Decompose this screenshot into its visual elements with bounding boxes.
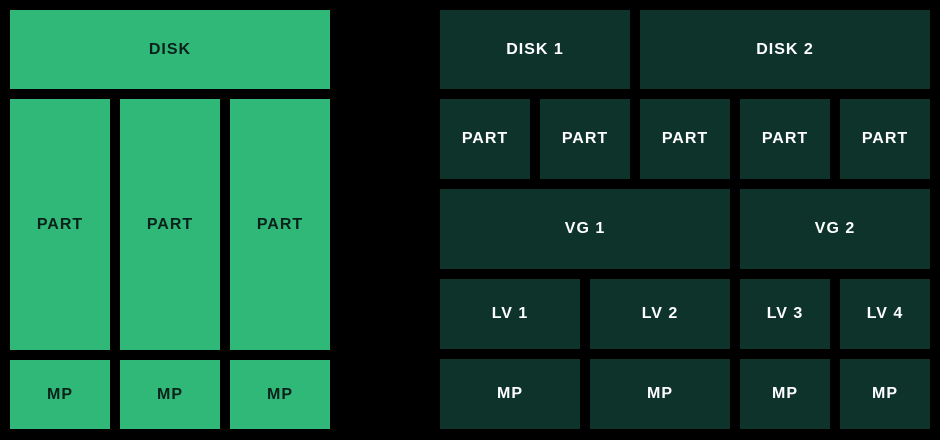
simple-partitioning-diagram: DISK PART PART PART MP MP MP	[10, 10, 330, 429]
partition-block: PART	[840, 99, 930, 179]
mount-point-block: MP	[10, 360, 110, 429]
mount-point-block: MP	[440, 359, 580, 429]
partition-block: PART	[540, 99, 630, 179]
partition-block: PART	[230, 99, 330, 350]
logical-volume-block: LV 1	[440, 279, 580, 349]
mount-point-block: MP	[120, 360, 220, 429]
partition-block: PART	[120, 99, 220, 350]
logical-volume-block: LV 2	[590, 279, 730, 349]
logical-volume-block: LV 3	[740, 279, 830, 349]
mount-point-block: MP	[590, 359, 730, 429]
disk-block: DISK 1	[440, 10, 630, 89]
volume-group-block: VG 1	[440, 189, 730, 269]
partition-block: PART	[440, 99, 530, 179]
logical-volume-block: LV 4	[840, 279, 930, 349]
partition-block: PART	[10, 99, 110, 350]
mount-point-block: MP	[840, 359, 930, 429]
lvm-partitioning-diagram: DISK 1 DISK 2 PART PART PART PART PART V…	[440, 10, 930, 429]
volume-group-block: VG 2	[740, 189, 930, 269]
partition-block: PART	[640, 99, 730, 179]
disk-block: DISK 2	[640, 10, 930, 89]
mount-point-block: MP	[230, 360, 330, 429]
mount-point-block: MP	[740, 359, 830, 429]
partition-block: PART	[740, 99, 830, 179]
disk-block: DISK	[10, 10, 330, 89]
